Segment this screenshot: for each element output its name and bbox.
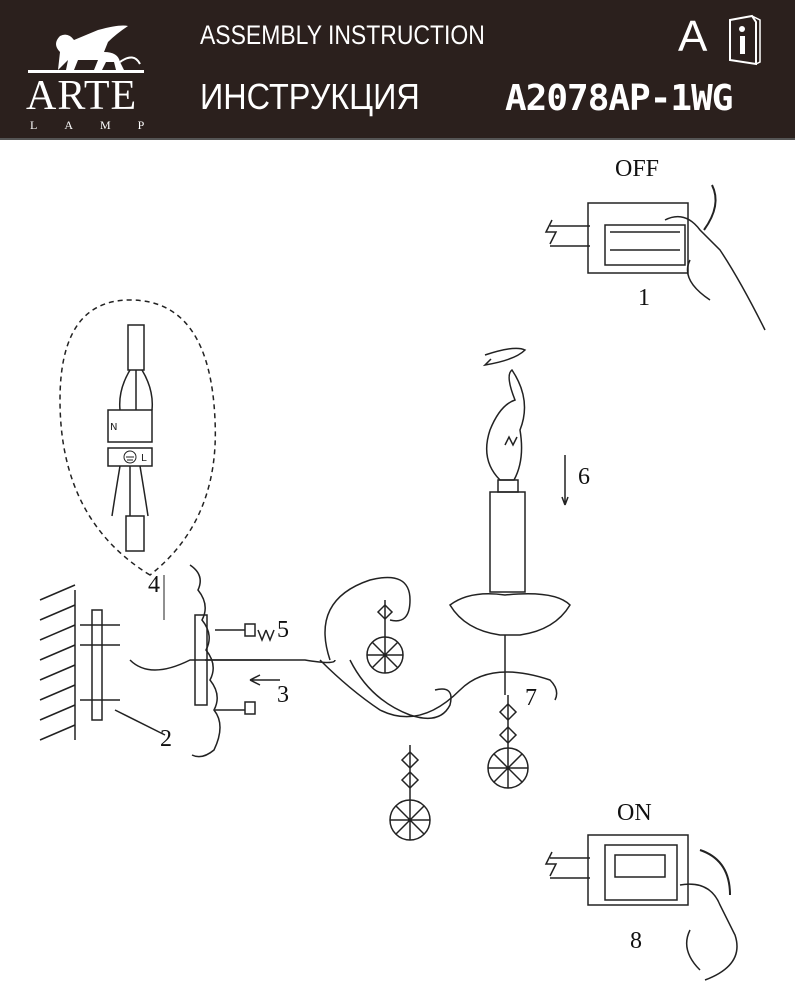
- switch-on-label: ON: [617, 800, 652, 826]
- title-russian: ИНСТРУКЦИЯ: [200, 76, 420, 117]
- wire-live-label: L: [141, 453, 147, 464]
- step-8-label: 8: [630, 928, 642, 954]
- assembly-diagram: N L: [39, 184, 766, 981]
- step-5-label: 5: [277, 617, 289, 643]
- switch-off-label: OFF: [615, 156, 660, 182]
- brand-logo-text: ARTE: [26, 73, 138, 119]
- language-mark: A: [678, 12, 708, 61]
- wiring-detail-bubble: [59, 299, 217, 576]
- crystal-drops: [366, 600, 529, 841]
- earth-icon: [123, 450, 137, 464]
- step-1-label: 1: [638, 285, 650, 311]
- step-6-label: 6: [578, 464, 590, 490]
- info-book-icon: [729, 14, 761, 66]
- switch-off-illustration: [544, 184, 766, 331]
- brand-logo-subtext: LAMP: [30, 118, 172, 132]
- wire-neutral-label: N: [110, 422, 117, 433]
- model-number: A2078AP-1WG: [505, 78, 733, 119]
- step-3-label: 3: [277, 682, 289, 708]
- step-2-label: 2: [160, 726, 172, 752]
- switch-on-illustration: [544, 834, 738, 981]
- step-4-label: 4: [148, 572, 160, 598]
- title-english: ASSEMBLY INSTRUCTION: [200, 20, 485, 50]
- winged-lion-logo-icon: [28, 25, 144, 73]
- step-7-label: 7: [525, 685, 537, 711]
- header-banner: ARTE LAMP ASSEMBLY INSTRUCTION ИНСТРУКЦИ…: [0, 0, 795, 140]
